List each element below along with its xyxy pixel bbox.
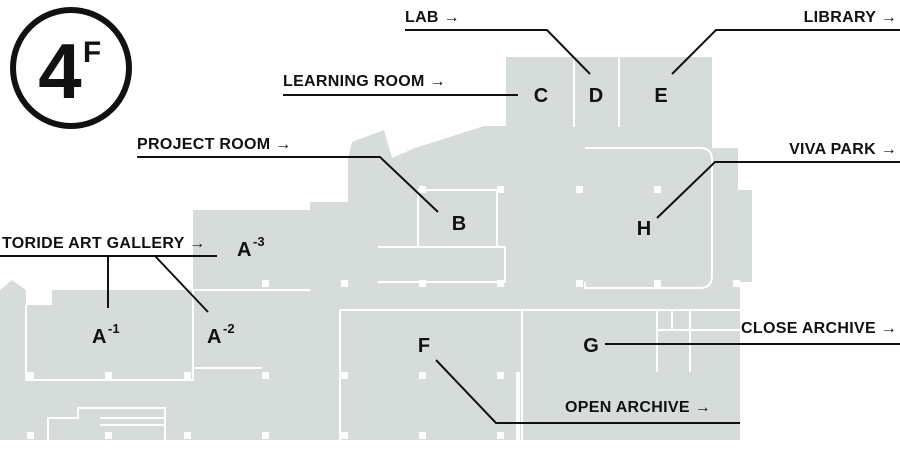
open-archive-link[interactable]: OPEN ARCHIVE →: [565, 399, 711, 416]
room-a1-sup: -1: [108, 321, 120, 336]
room-a3-sup: -3: [253, 234, 265, 249]
learning-room-link[interactable]: LEARNING ROOM →: [283, 73, 446, 90]
room-d-label[interactable]: D: [589, 85, 603, 107]
lab-link[interactable]: LAB →: [405, 9, 460, 26]
room-e-label[interactable]: E: [654, 85, 667, 107]
project-room-link[interactable]: PROJECT ROOM →: [137, 136, 291, 153]
room-a3-label[interactable]: A -3: [237, 234, 265, 261]
viva-park-link[interactable]: VIVA PARK →: [789, 141, 897, 158]
room-c-label[interactable]: C: [534, 85, 548, 107]
library-link[interactable]: LIBRARY →: [804, 9, 897, 26]
room-e-area[interactable]: [620, 57, 712, 127]
room-a1-label[interactable]: A -1: [92, 321, 120, 348]
room-d-area[interactable]: [575, 57, 619, 127]
callout-labels: LAB → LIBRARY → LEARNING ROOM → PROJECT …: [2, 9, 897, 416]
column-markers: [27, 186, 740, 439]
main-floor: [310, 126, 752, 440]
room-a3-area[interactable]: [193, 210, 310, 290]
room-g-label[interactable]: G: [583, 335, 599, 357]
leader-lines: [0, 29, 900, 424]
lab-leader: [405, 29, 591, 75]
room-a2-label[interactable]: A -2: [207, 321, 235, 348]
room-letters: C D E B H F G A -3 A -1 A -2: [92, 85, 668, 357]
a2-leader: [154, 255, 209, 313]
gallery-area[interactable]: [0, 280, 310, 440]
floor-number: 4: [38, 27, 81, 115]
room-a1-letter: A: [92, 326, 106, 348]
room-a2-letter: A: [207, 326, 221, 348]
room-a3-letter: A: [237, 239, 251, 261]
room-f-label[interactable]: F: [418, 335, 430, 357]
floor-area: [0, 57, 752, 440]
room-b-label[interactable]: B: [452, 213, 466, 235]
floor-suffix: F: [83, 36, 101, 69]
room-h-label[interactable]: H: [637, 218, 651, 240]
project-room-leader: [137, 156, 439, 213]
interior-walls: [25, 57, 740, 440]
floor-badge: 4 F: [10, 7, 132, 129]
room-c-area[interactable]: [506, 57, 574, 127]
toride-art-gallery-link[interactable]: TORIDE ART GALLERY →: [2, 235, 205, 252]
close-archive-link[interactable]: CLOSE ARCHIVE →: [741, 320, 897, 337]
room-a2-sup: -2: [223, 321, 235, 336]
viva-park-leader: [656, 161, 900, 219]
library-leader: [671, 29, 900, 75]
open-archive-leader: [435, 359, 740, 424]
